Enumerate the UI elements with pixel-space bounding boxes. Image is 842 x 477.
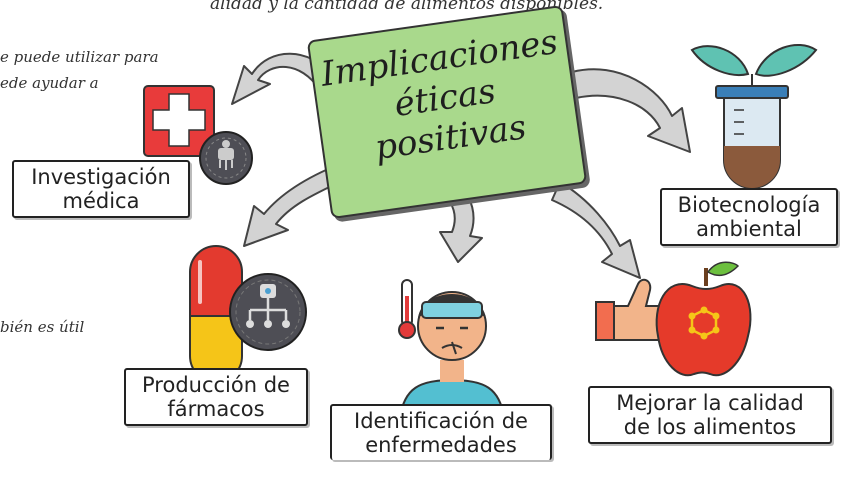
- arrow-to-biotecnologia: [571, 68, 691, 153]
- node-identificacion-line-2: enfermedades: [365, 433, 517, 457]
- left-text-fragment-2: ede ayudar a: [0, 74, 99, 92]
- sick-person-icon: [398, 279, 506, 418]
- arrow-to-identificacion: [439, 195, 483, 263]
- first-aid-cross-icon: [143, 85, 215, 157]
- capsule-pill-icon: [189, 245, 243, 382]
- node-identificacion-enfermedades: Identificación de enfermedades: [330, 404, 552, 460]
- node-mejorar-line-1: Mejorar la calidad: [616, 391, 804, 415]
- node-produccion-farmacos: Producción de fármacos: [124, 368, 308, 426]
- apple-molecule-icon: [655, 261, 752, 377]
- mejorar-icons: [595, 261, 752, 377]
- arrow-to-produccion: [243, 163, 345, 247]
- node-investigacion-medica: Investigación médica: [12, 160, 190, 218]
- left-text-fragment-3: bién es útil: [0, 318, 85, 336]
- network-chip-icon: [229, 273, 307, 351]
- thermometer-icon: [398, 279, 416, 339]
- robot-badge-icon: [199, 131, 253, 185]
- node-produccion-line-1: Producción de: [142, 373, 290, 397]
- investigacion-icons: [143, 85, 253, 185]
- node-biotecnologia-line-2: ambiental: [696, 217, 802, 241]
- node-mejorar-line-2: de los alimentos: [623, 415, 797, 439]
- node-mejorar-calidad-alimentos: Mejorar la calidad de los alimentos: [588, 386, 832, 444]
- node-identificacion-line-1: Identificación de: [354, 409, 528, 433]
- node-investigacion-line-2: médica: [62, 189, 140, 213]
- left-text-fragment-1: e puede utilizar para: [0, 48, 159, 66]
- arrow-to-mejorar: [551, 181, 641, 279]
- node-biotecnologia-ambiental: Biotecnología ambiental: [660, 188, 838, 246]
- node-produccion-line-2: fármacos: [167, 397, 265, 421]
- produccion-icons: [189, 245, 307, 382]
- node-biotecnologia-line-1: Biotecnología: [677, 193, 821, 217]
- top-text-fragment: alidad y la cantidad de alimentos dispon…: [210, 0, 604, 14]
- node-investigacion-line-1: Investigación: [31, 165, 171, 189]
- test-tube-plant-icon: [690, 43, 818, 189]
